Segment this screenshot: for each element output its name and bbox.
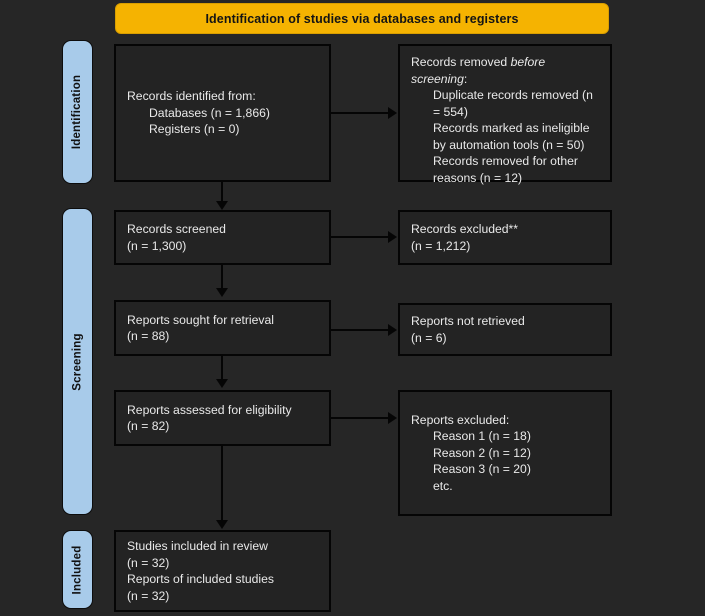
connector-identified-to-screened-arrowhead [216,201,228,210]
diagram-header-banner: Identification of studies via databases … [115,3,609,34]
reports-excluded-reason2: Reason 2 (n = 12) [433,445,531,460]
reports-sought-line2: (n = 88) [127,329,170,343]
box-reports-assessed-for-eligibility: Reports assessed for eligibility (n = 82… [114,390,331,446]
records-removed-heading: Records removed before screening: [411,55,549,86]
reports-excluded-reason1: Reason 1 (n = 18) [433,429,531,444]
records-removed-other: Records removed for other reasons (n = 1… [433,154,582,185]
stage-label-screening: Screening [62,208,93,515]
stage-label-included: Included [62,530,93,609]
connector-assessed-to-included-arrowhead [216,520,228,529]
connector-screened-to-sought-arrowhead [216,288,228,297]
studies-included-line4: (n = 32) [127,588,170,603]
records-screened-line1: Records screened [127,222,226,236]
box-records-screened: Records screened (n = 1,300) [114,210,331,265]
stage-label-included-text: Included [71,545,84,594]
box-records-removed-before-screening: Records removed before screening: Duplic… [398,44,612,185]
records-excluded-line1: Records excluded** [411,222,519,236]
records-removed-automation: Records marked as ineligible by automati… [433,121,593,152]
records-removed-heading-italic: before screening [411,55,549,86]
studies-included-line1: Studies included in review [127,539,268,553]
stage-label-identification-text: Identification [71,74,84,150]
studies-included-line2: (n = 32) [127,555,170,570]
connector-assessed-to-included [221,446,223,521]
banner-title: Identification of studies via databases … [205,11,519,26]
records-identified-line1: Records identified from: [127,89,256,104]
reports-assessed-line2: (n = 82) [127,419,170,433]
reports-assessed-line1: Reports assessed for eligibility [127,402,292,417]
studies-included-line3: Reports of included studies [127,572,275,586]
box-reports-excluded: Reports excluded: Reason 1 (n = 18) Reas… [398,390,612,516]
connector-screened-to-excluded [331,236,388,238]
box-records-identified: Records identified from: Databases (n = … [114,44,331,182]
records-screened-line2: (n = 1,300) [127,238,187,253]
connector-screened-to-sought [221,265,223,289]
connector-sought-to-not-retrieved-arrowhead [388,324,397,336]
connector-assessed-to-excluded [331,417,388,419]
connector-assessed-to-excluded-arrowhead [388,412,397,424]
connector-identified-to-removed [331,112,388,114]
connector-identified-to-screened [221,182,223,204]
reports-excluded-reason3: Reason 3 (n = 20) [433,462,531,477]
reports-not-retrieved-line1: Reports not retrieved [411,314,525,328]
connector-screened-to-excluded-arrowhead [388,231,397,243]
connector-sought-to-not-retrieved [331,329,388,331]
reports-excluded-line1: Reports excluded: [411,412,510,427]
box-reports-sought-for-retrieval: Reports sought for retrieval (n = 88) [114,300,331,356]
records-identified-registers: Registers (n = 0) [149,122,240,137]
records-removed-duplicates: Duplicate records removed (n = 554) [433,88,597,119]
box-reports-not-retrieved: Reports not retrieved (n = 6) [398,303,612,356]
box-studies-included: Studies included in review (n = 32) Repo… [114,530,331,612]
connector-sought-to-assessed [221,356,223,380]
reports-excluded-etc: etc. [433,478,453,493]
box-records-excluded: Records excluded** (n = 1,212) [398,210,612,265]
connector-identified-to-removed-arrowhead [388,107,397,119]
records-identified-databases: Databases (n = 1,866) [149,105,270,120]
reports-not-retrieved-line2: (n = 6) [411,330,447,345]
records-excluded-line2: (n = 1,212) [411,238,471,253]
connector-sought-to-assessed-arrowhead [216,379,228,388]
stage-label-screening-text: Screening [71,332,84,391]
stage-label-identification: Identification [62,40,93,184]
reports-sought-line1: Reports sought for retrieval [127,312,274,327]
